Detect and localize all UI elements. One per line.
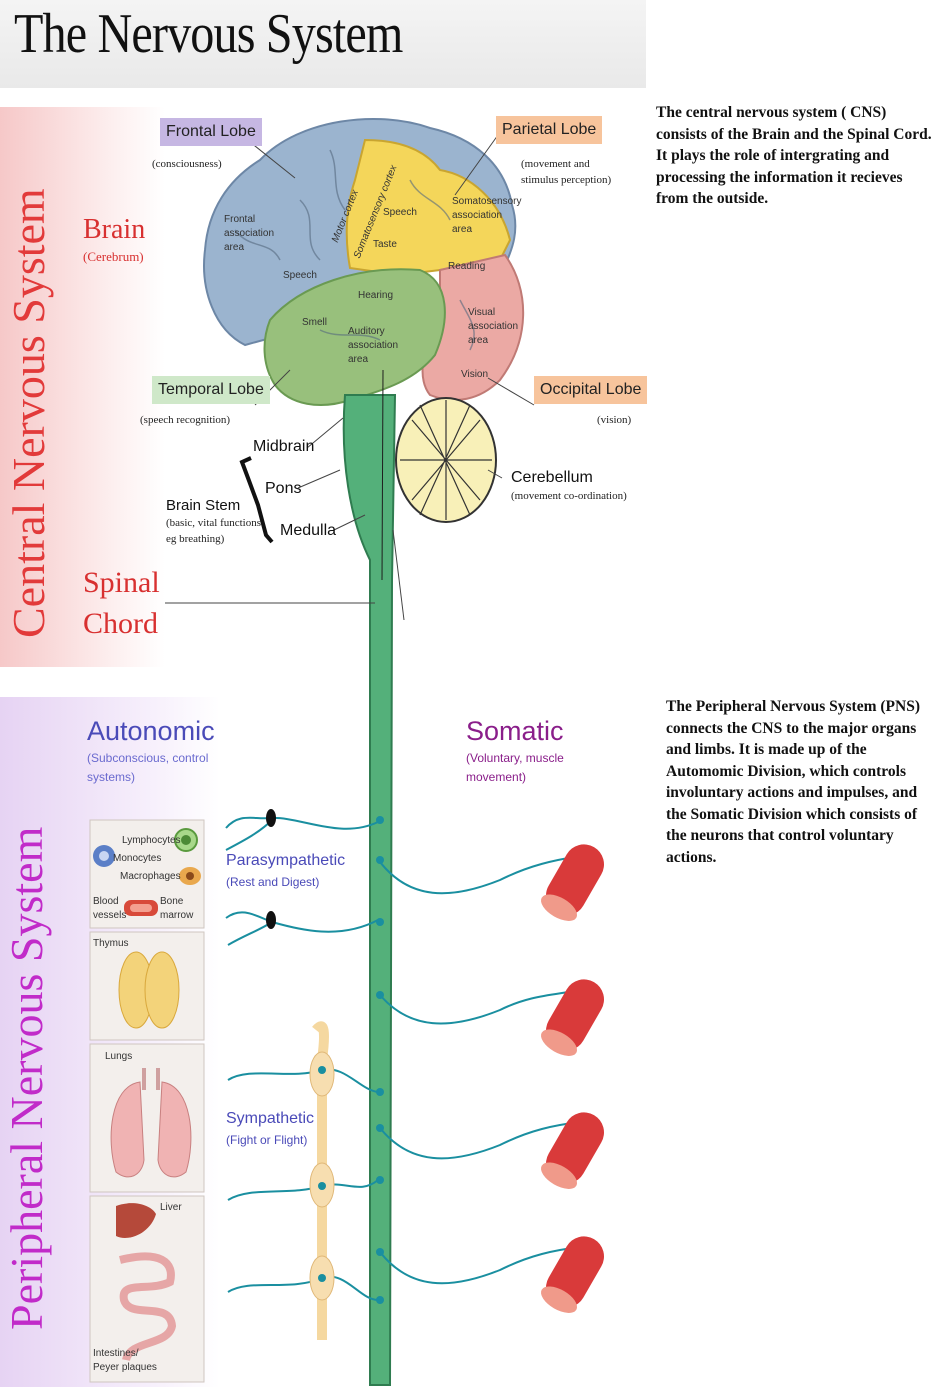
- area-visual-2: association: [468, 321, 519, 332]
- somatic-nerves: [379, 855, 581, 1285]
- sympathetic-label: Sympathetic: [226, 1110, 315, 1127]
- area-auditory-1: Auditory: [348, 326, 385, 337]
- title-banner: [0, 0, 646, 88]
- autonomic-label: Autonomic: [87, 716, 215, 746]
- cns-description: The central nervous system ( CNS) consis…: [656, 104, 932, 207]
- intestines-icon: [119, 1252, 177, 1362]
- area-auditory-2: association: [348, 340, 399, 351]
- brain-sub-label: (Cerebrum): [83, 249, 144, 264]
- midbrain-label: Midbrain: [253, 438, 315, 455]
- parasympathetic-sub: (Rest and Digest): [226, 875, 320, 889]
- area-taste: Taste: [373, 239, 397, 250]
- pns-description: The Peripheral Nervous System (PNS) conn…: [666, 698, 920, 866]
- area-reading: Reading: [448, 261, 486, 272]
- area-hearing: Hearing: [358, 290, 394, 301]
- organ-liver: Liver: [160, 1202, 182, 1213]
- area-visual-1: Visual: [468, 307, 496, 318]
- muscle-icons: [540, 844, 604, 1313]
- organ-blood-1: Blood: [93, 896, 119, 907]
- autonomic-sub-1: (Subconscious, control: [87, 751, 209, 765]
- organ-intestines-1: Intestines/: [93, 1348, 139, 1359]
- spinal-label: Spinal: [83, 566, 160, 599]
- occipital-lobe-function: (vision): [597, 414, 632, 426]
- thymus-icon: [118, 951, 180, 1029]
- somatic-label: Somatic: [466, 716, 564, 746]
- lungs-icon: [110, 1068, 192, 1178]
- area-somato-assoc-2: association: [452, 210, 503, 221]
- cerebellum-label: Cerebellum: [511, 469, 593, 486]
- area-frontal-2: association: [224, 228, 275, 239]
- area-smell: Smell: [302, 317, 328, 328]
- medulla-label: Medulla: [280, 522, 337, 539]
- area-somato-assoc-3: area: [452, 224, 473, 235]
- temporal-lobe-label: Temporal Lobe: [152, 376, 270, 404]
- cerebellum-icon: [395, 397, 497, 523]
- area-speech-2: Speech: [283, 270, 317, 281]
- organ-macrophages: Macrophages: [120, 871, 181, 882]
- liver-icon: [116, 1203, 156, 1238]
- organ-thymus: Thymus: [93, 938, 129, 949]
- organ-blood-2: vessels: [93, 910, 127, 921]
- parasympathetic-label: Parasympathetic: [226, 852, 346, 869]
- frontal-lobe-function: (consciousness): [152, 158, 222, 170]
- occipital-lobe-label: Occipital Lobe: [534, 376, 648, 404]
- organ-bone-1: Bone: [160, 896, 184, 907]
- brain-label: Brain: [83, 214, 146, 245]
- parietal-lobe-function-2: stimulus perception): [521, 174, 612, 186]
- parietal-lobe-label: Parietal Lobe: [496, 116, 603, 144]
- brain-stem-sub-2: eg breathing): [166, 533, 225, 545]
- temporal-lobe-function: (speech recognition): [140, 414, 231, 426]
- page-title: The Nervous System: [14, 3, 403, 65]
- area-frontal-1: Frontal: [224, 214, 256, 225]
- organ-monocytes: Monocytes: [113, 853, 162, 864]
- somatic-sub-1: (Voluntary, muscle: [466, 751, 564, 765]
- organ-panels: [89, 819, 205, 1383]
- area-visual-3: area: [468, 335, 489, 346]
- spinal-cord: [342, 394, 397, 1386]
- pons-label: Pons: [265, 480, 302, 497]
- autonomic-nerves: [225, 816, 379, 1301]
- cerebellum-function: (movement co-ordination): [511, 490, 627, 502]
- organ-lungs: Lungs: [105, 1051, 133, 1062]
- organ-lymphocytes: Lymphocytes: [122, 835, 181, 846]
- frontal-lobe-label: Frontal Lobe: [160, 118, 262, 146]
- brain-stem-sub-1: (basic, vital functions: [166, 517, 262, 529]
- area-speech-1: Speech: [383, 207, 417, 218]
- area-vision: Vision: [461, 369, 489, 380]
- organ-bone-2: marrow: [160, 910, 194, 921]
- organ-intestines-2: Peyer plaques: [93, 1362, 157, 1373]
- parietal-lobe-function-1: (movement and: [521, 158, 590, 170]
- sympathetic-sub: (Fight or Flight): [226, 1133, 308, 1147]
- autonomic-sub-2: systems): [87, 770, 135, 784]
- area-frontal-3: area: [224, 242, 245, 253]
- somatic-sub-2: movement): [466, 770, 527, 784]
- chord-label: Chord: [83, 607, 158, 640]
- cns-band: [0, 107, 165, 667]
- area-auditory-3: area: [348, 354, 369, 365]
- brain-icon: [203, 118, 525, 406]
- area-somato-assoc-1: Somatosensory: [452, 196, 522, 207]
- brain-stem-label: Brain Stem: [166, 497, 241, 514]
